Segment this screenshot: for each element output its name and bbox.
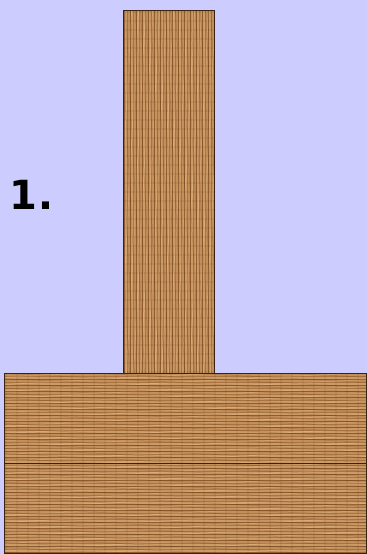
wood-horizontal-board-lower	[4, 463, 367, 554]
wood-horizontal-board-upper	[4, 373, 367, 465]
wood-vertical-post	[123, 10, 215, 374]
step-label: 1.	[9, 176, 54, 216]
